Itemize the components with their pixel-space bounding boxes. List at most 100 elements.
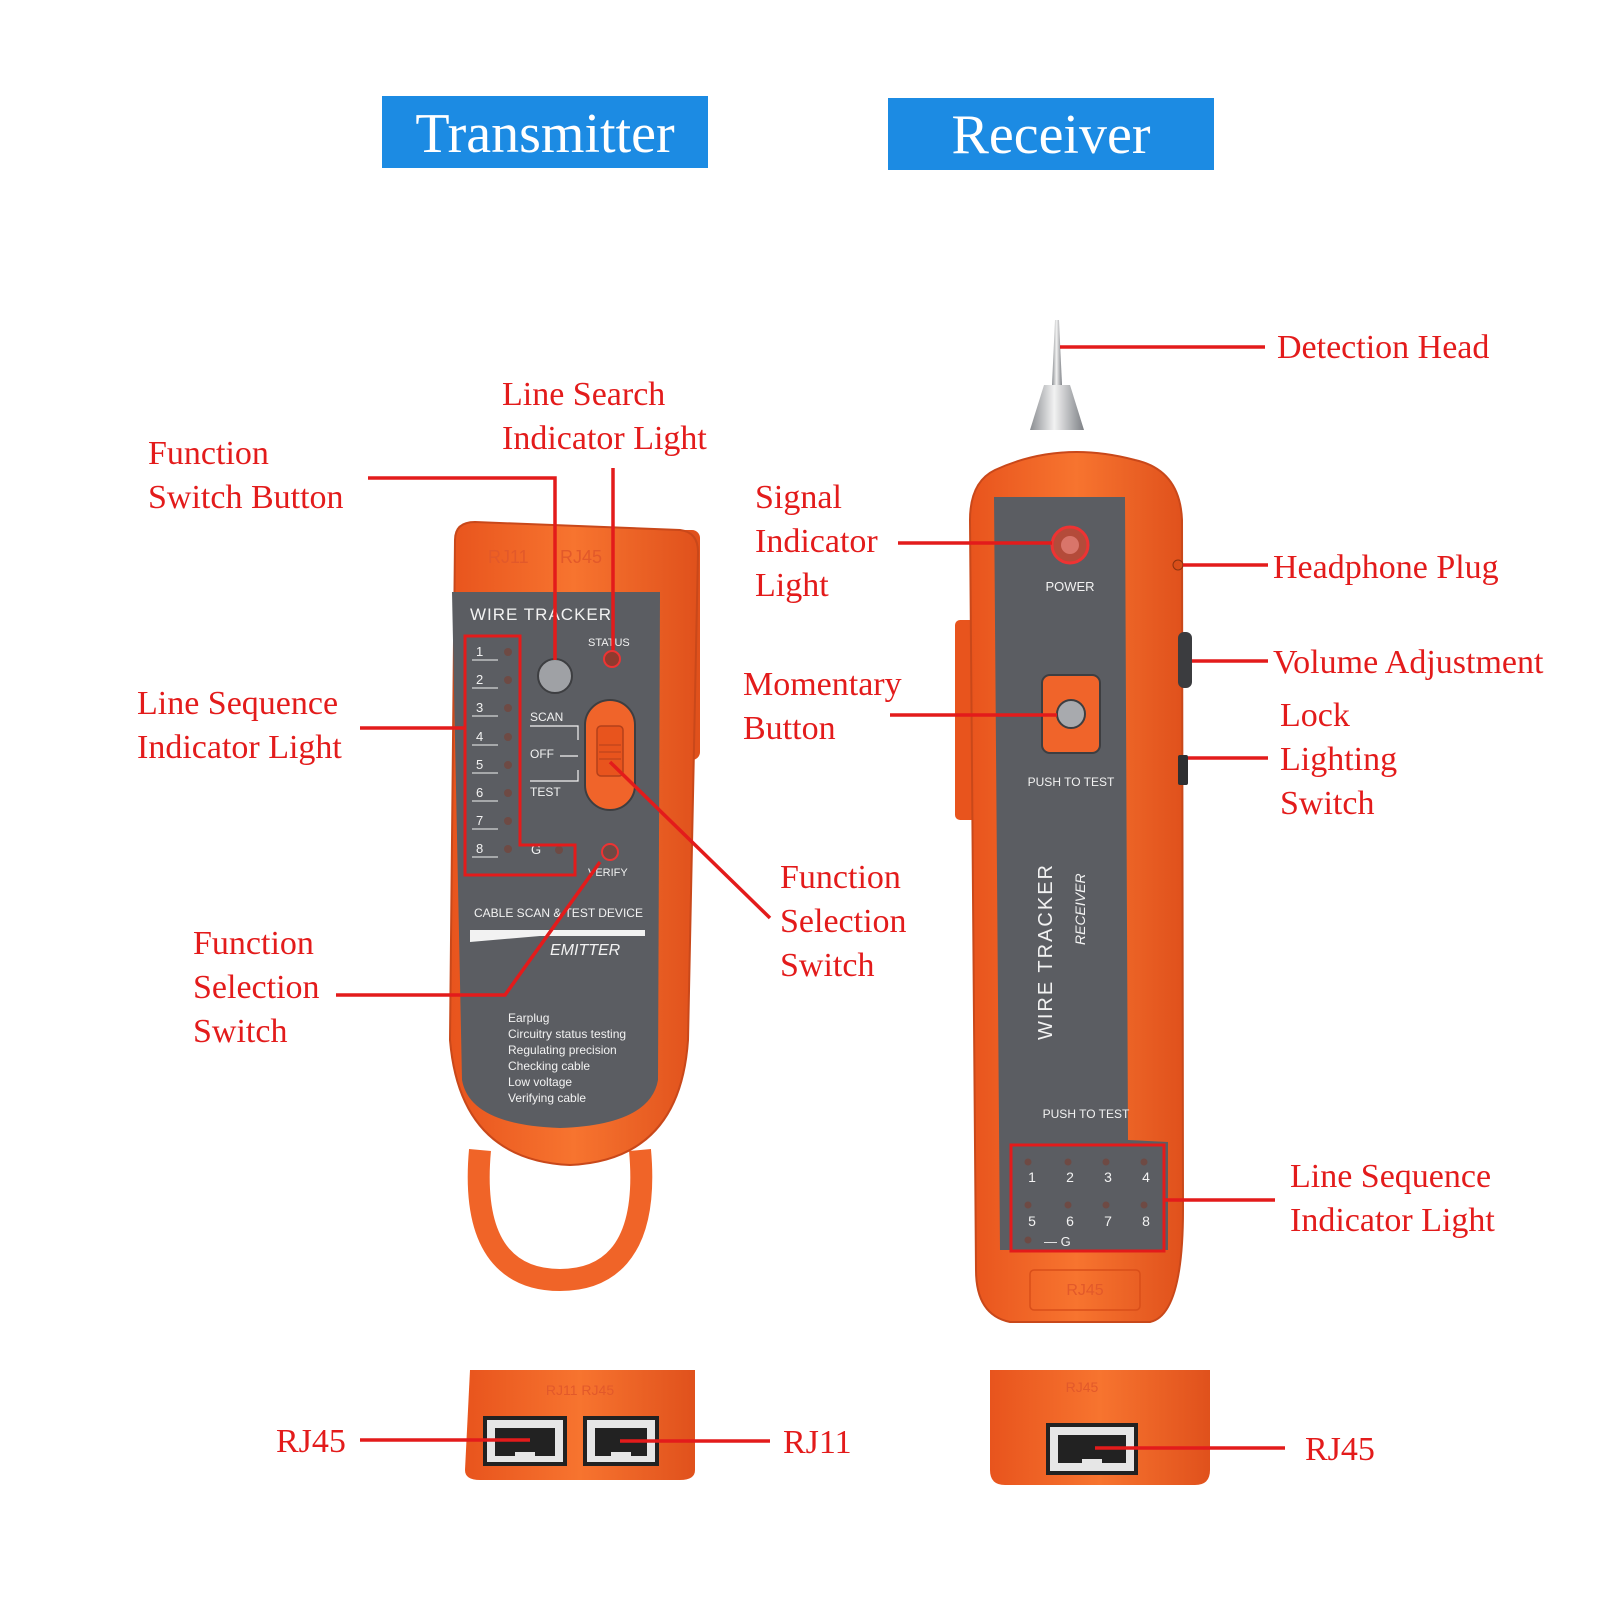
callout-text: Indicator Light xyxy=(137,729,342,766)
tx-feature-list: Earplug Circuitry status testing Regulat… xyxy=(508,1011,626,1105)
callout-text: Function xyxy=(148,435,269,472)
callout-text: Lock xyxy=(1280,697,1350,734)
rx-line-1: 1 xyxy=(1028,1169,1036,1185)
tx-feature-2: Circuitry status testing xyxy=(508,1027,626,1041)
callout-text: Indicator Light xyxy=(1290,1202,1495,1239)
tx-port-top-mark: RJ11 RJ45 xyxy=(546,1382,614,1398)
callout-momentary-button: Momentary Button xyxy=(743,666,902,747)
tx-line-leds xyxy=(504,648,563,854)
callout-text: Momentary xyxy=(743,666,902,703)
callout-line-sequence-receiver: Line Sequence Indicator Light xyxy=(1290,1158,1495,1239)
rx-port-top-mark: RJ45 xyxy=(1066,1379,1099,1395)
tx-line-underlines xyxy=(472,659,498,858)
callout-text: Indicator Light xyxy=(502,420,707,457)
rx-line-numbers: 1 2 3 4 5 6 7 8 xyxy=(1028,1169,1150,1229)
tx-model-label: EMITTER xyxy=(550,942,621,959)
function-selection-switch[interactable] xyxy=(596,725,624,777)
function-switch-button[interactable] xyxy=(537,658,573,694)
tx-line-5: 5 xyxy=(476,757,483,772)
callout-volume-adjustment: Volume Adjustment xyxy=(1273,644,1544,681)
rx-line-3: 3 xyxy=(1104,1169,1112,1185)
tx-line-7: 7 xyxy=(476,813,483,828)
transmitter-header: Transmitter xyxy=(382,96,708,168)
rx-receiver-label: RECEIVER xyxy=(1072,873,1088,945)
tx-line-6: 6 xyxy=(476,785,483,800)
tx-line-1: 1 xyxy=(476,644,483,659)
verify-indicator-light xyxy=(601,843,619,861)
tx-feature-5: Low voltage xyxy=(508,1075,572,1089)
callout-text: Light xyxy=(755,567,829,604)
momentary-button[interactable] xyxy=(1056,699,1086,729)
tx-line-2: 2 xyxy=(476,672,483,687)
callout-function-selection-right: Function Selection Switch xyxy=(780,859,907,984)
callout-text: Switch xyxy=(780,947,874,984)
rj11-port xyxy=(583,1416,659,1466)
rx-bottom-mark: RJ45 xyxy=(1066,1282,1103,1299)
callout-line-sequence-transmitter: Line Sequence Indicator Light xyxy=(137,685,342,766)
callout-detection-head: Detection Head xyxy=(1277,329,1489,366)
tx-verify-label: VERIFY xyxy=(588,867,628,879)
tx-feature-1: Earplug xyxy=(508,1011,549,1025)
tx-feature-4: Checking cable xyxy=(508,1059,590,1073)
callout-text: Function xyxy=(193,925,314,962)
tx-line-3: 3 xyxy=(476,700,483,715)
callout-text: Line Sequence xyxy=(137,685,338,722)
callout-rj11: RJ11 xyxy=(783,1424,852,1461)
headphone-plug xyxy=(1172,559,1184,571)
rx-power-label: POWER xyxy=(1045,579,1094,594)
callout-rj45-left: RJ45 xyxy=(276,1423,346,1460)
callout-text: Function xyxy=(780,859,901,896)
rx-push-to-test-top: PUSH TO TEST xyxy=(1028,775,1115,789)
tx-line-4: 4 xyxy=(476,729,483,744)
tx-switch-off: OFF xyxy=(530,747,554,761)
volume-adjustment-wheel[interactable] xyxy=(1178,632,1192,688)
rx-line-5: 5 xyxy=(1028,1213,1036,1229)
callout-text: Lighting xyxy=(1280,741,1397,778)
tx-device-subtitle: CABLE SCAN & TEST DEVICE xyxy=(474,906,643,920)
callout-text: Selection xyxy=(193,969,320,1006)
transmitter-header-text: Transmitter xyxy=(415,103,675,165)
tx-switch-test: TEST xyxy=(530,785,561,799)
transmitter-device: RJ11 RJ45 WIRE TRACKER STATUS 1 2 3 4 5 … xyxy=(448,520,700,1292)
callout-text: Indicator xyxy=(755,523,878,560)
lock-lighting-switch[interactable] xyxy=(1178,755,1188,785)
tx-feature-6: Verifying cable xyxy=(508,1091,586,1105)
callout-text: Line Sequence xyxy=(1290,1158,1491,1195)
tx-panel-title: WIRE TRACKER xyxy=(470,605,612,624)
tx-feature-3: Regulating precision xyxy=(508,1043,617,1057)
rx-push-to-test-bottom: PUSH TO TEST xyxy=(1043,1107,1130,1121)
rx-wire-tracker-label: WIRE TRACKER xyxy=(1035,863,1057,1040)
callout-labels: Function Switch Button Line Search Indic… xyxy=(137,329,1544,1468)
rx-line-leds xyxy=(1024,1158,1148,1244)
callout-text: Switch xyxy=(193,1013,287,1050)
callout-lines xyxy=(336,345,1285,1450)
tx-switch-scan: SCAN xyxy=(530,710,563,724)
transmitter-port-view: RJ11 RJ45 xyxy=(465,1370,695,1480)
receiver-device: POWER PUSH TO TEST WIRE TRACKER RECEIVER… xyxy=(955,320,1192,1323)
callout-text: Switch xyxy=(1280,785,1374,822)
tx-ground-label: G xyxy=(531,842,541,857)
detection-head xyxy=(1052,320,1062,385)
tx-top-mark-rj45: RJ45 xyxy=(560,547,602,567)
tx-status-label: STATUS xyxy=(588,637,630,649)
tx-line-8: 8 xyxy=(476,841,483,856)
callout-function-switch-button: Function Switch Button xyxy=(148,435,344,516)
rx-line-7: 7 xyxy=(1104,1213,1112,1229)
tx-line-numbers: 1 2 3 4 5 6 7 8 xyxy=(476,644,483,856)
tx-top-mark-rj11: RJ11 xyxy=(488,547,529,567)
callout-text: Button xyxy=(743,710,836,747)
receiver-header: Receiver xyxy=(888,98,1214,170)
rx-line-6: 6 xyxy=(1066,1213,1074,1229)
callout-text: Signal xyxy=(755,479,842,516)
callout-lock-lighting-switch: Lock Lighting Switch xyxy=(1280,697,1397,822)
callout-line-search-indicator: Line Search Indicator Light xyxy=(502,376,707,457)
callout-rj45-right: RJ45 xyxy=(1305,1431,1375,1468)
callout-function-selection-left: Function Selection Switch xyxy=(193,925,320,1050)
receiver-port-view: RJ45 xyxy=(990,1370,1210,1485)
line-search-indicator-light xyxy=(603,650,621,668)
receiver-header-text: Receiver xyxy=(952,104,1151,166)
rx-line-2: 2 xyxy=(1066,1169,1074,1185)
rx-line-8: 8 xyxy=(1142,1213,1150,1229)
